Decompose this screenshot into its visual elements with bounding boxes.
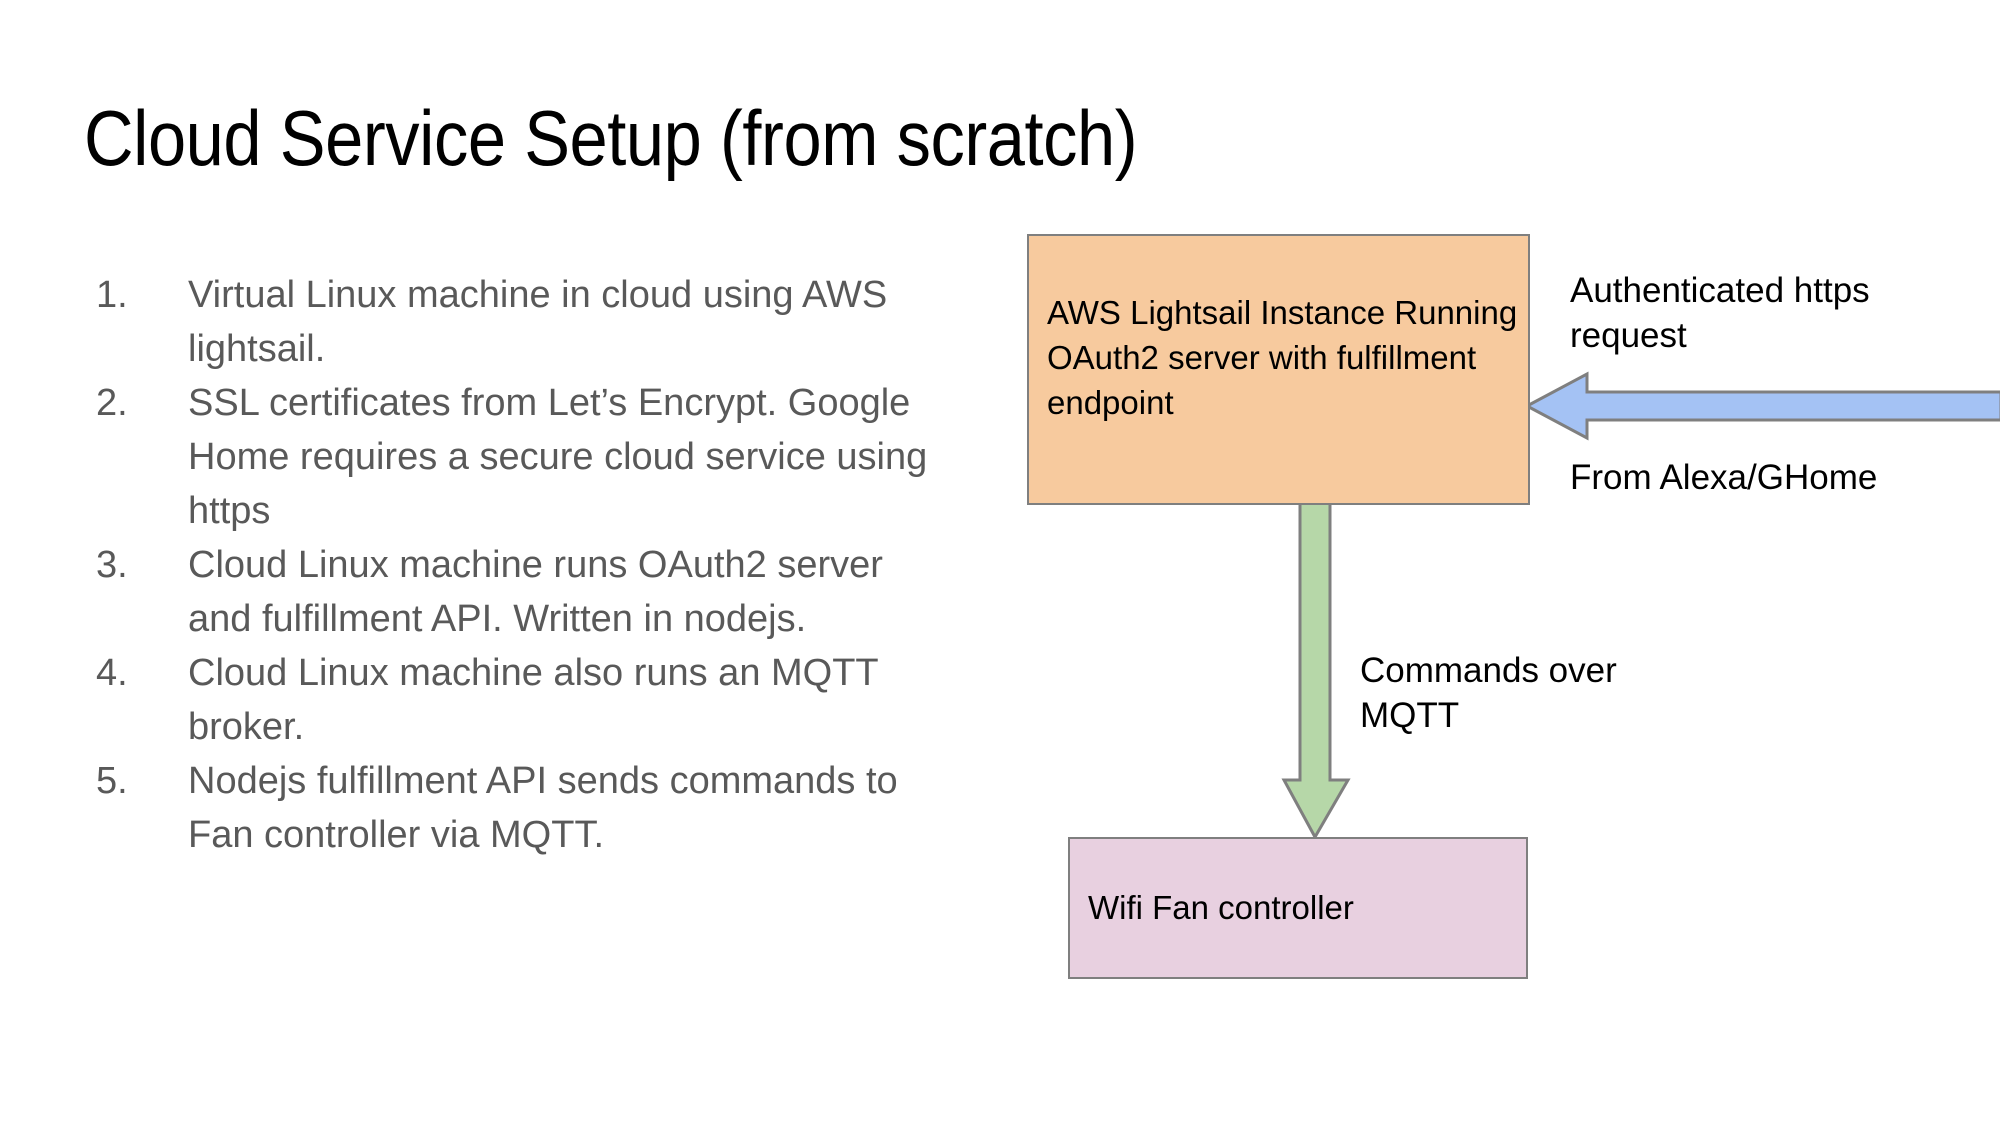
list-item-number: 5. <box>96 760 128 802</box>
arrow-https-request <box>1523 371 2000 441</box>
arrow-left-shape <box>1523 371 2000 441</box>
list-item: 1. Virtual Linux machine in cloud using … <box>96 268 956 376</box>
list-item-text: SSL certificates from Let’s Encrypt. Goo… <box>188 382 928 532</box>
node-wifi-fan-label: Wifi Fan controller <box>1088 889 1354 926</box>
list-item-text: Nodejs fulfillment API sends commands to… <box>188 760 898 856</box>
node-wifi-fan-controller[interactable]: Wifi Fan controller <box>1068 837 1528 979</box>
list-item-number: 4. <box>96 652 128 694</box>
label-authenticated-https-request: Authenticated https request <box>1570 271 1870 355</box>
arrow-mqtt-commands <box>1281 498 1351 841</box>
label-commands-over-mqtt: Commands over MQTT <box>1360 651 1617 735</box>
node-aws-lightsail-label: AWS Lightsail Instance Running OAuth2 se… <box>1047 294 1518 421</box>
list-item: 3. Cloud Linux machine runs OAuth2 serve… <box>96 538 956 646</box>
list-item-number: 2. <box>96 382 128 424</box>
label-from-alexa-ghome: From Alexa/GHome <box>1570 458 1878 497</box>
node-aws-lightsail-instance[interactable]: AWS Lightsail Instance Running OAuth2 se… <box>1027 234 1530 505</box>
page-title: Cloud Service Setup (from scratch) <box>84 94 1138 182</box>
list-item-number: 1. <box>96 274 128 316</box>
list-item: 2. SSL certificates from Let’s Encrypt. … <box>96 376 956 538</box>
list-item: 5. Nodejs fulfillment API sends commands… <box>96 754 956 862</box>
list-item-text: Virtual Linux machine in cloud using AWS… <box>188 274 888 370</box>
arrow-down-shape <box>1281 498 1351 841</box>
numbered-list: 1. Virtual Linux machine in cloud using … <box>96 268 956 862</box>
list-item-text: Cloud Linux machine runs OAuth2 server a… <box>188 544 883 640</box>
list-item: 4. Cloud Linux machine also runs an MQTT… <box>96 646 956 754</box>
list-item-text: Cloud Linux machine also runs an MQTT br… <box>188 652 878 748</box>
list-item-number: 3. <box>96 544 128 586</box>
